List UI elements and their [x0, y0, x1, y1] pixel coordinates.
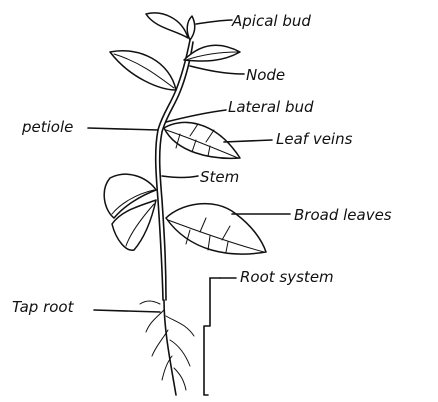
leaf-with-veins	[164, 122, 240, 158]
label-apical-bud: Apical bud	[231, 12, 311, 30]
label-petiole: petiole	[21, 118, 73, 136]
label-root-system: Root system	[240, 268, 334, 286]
label-node: Node	[246, 66, 285, 84]
upper-left-leaf	[110, 51, 176, 90]
label-tap-root: Tap root	[12, 298, 75, 316]
broad-leaf	[166, 204, 266, 254]
apical-leaf	[146, 13, 188, 38]
label-broad-leaves: Broad leaves	[294, 206, 392, 224]
label-lateral-bud: Lateral bud	[228, 98, 314, 116]
apical-bud	[187, 16, 195, 40]
root-system	[140, 300, 194, 395]
label-leaf-veins: Leaf veins	[276, 130, 353, 148]
root-bracket	[204, 278, 210, 395]
label-stem: Stem	[200, 168, 239, 186]
